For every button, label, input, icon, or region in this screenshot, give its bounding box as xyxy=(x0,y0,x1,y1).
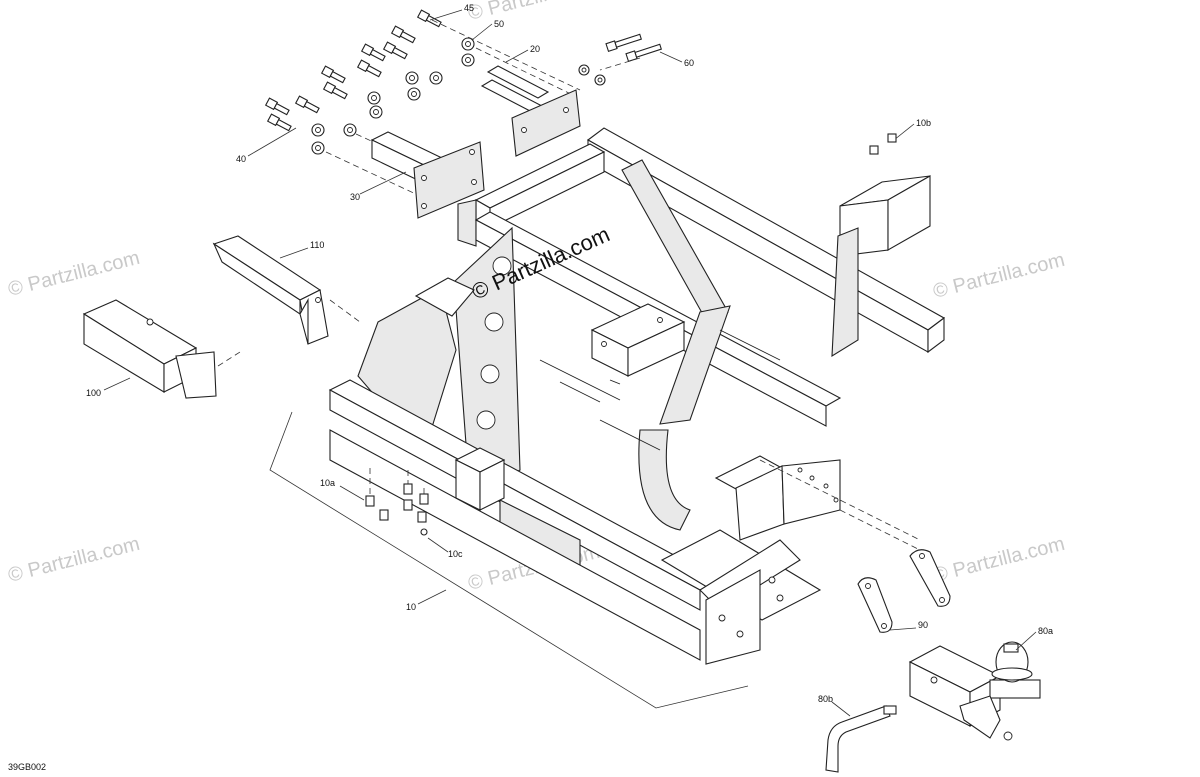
watermark-right-top: © Partzilla.com xyxy=(931,249,1067,303)
nut-group xyxy=(311,37,606,155)
callout-50: 50 xyxy=(494,19,504,29)
bolts-10a xyxy=(365,483,429,536)
callout-20: 20 xyxy=(530,44,540,54)
callout-100: 100 xyxy=(86,388,101,398)
callout-10: 10 xyxy=(406,602,416,612)
part-100-bracket xyxy=(82,299,241,399)
watermark-center-top: © Partzilla.com xyxy=(466,0,602,25)
part-80a-hitch xyxy=(908,641,1041,741)
callout-10a: 10a xyxy=(320,478,335,488)
part-20-rail xyxy=(480,65,581,157)
hardware-cluster xyxy=(264,9,662,197)
callout-40: 40 xyxy=(236,154,246,164)
bolts-10b xyxy=(869,133,897,155)
part-110-channel xyxy=(212,235,361,345)
callout-110: 110 xyxy=(310,240,324,250)
bolt-group xyxy=(264,9,662,132)
callout-80a: 80a xyxy=(1038,626,1053,636)
callout-10c: 10c xyxy=(448,549,463,559)
callout-labels: 45 50 20 60 10b 40 30 110 100 10a 10c 10… xyxy=(86,3,1053,704)
watermark-right-bottom: © Partzilla.com xyxy=(931,533,1067,587)
diagram-code: 39GB002 xyxy=(8,762,46,772)
watermark-left-top: © Partzilla.com xyxy=(6,247,142,301)
item-10-bracket-line xyxy=(269,411,749,709)
callout-45: 45 xyxy=(464,3,474,13)
callout-80b: 80b xyxy=(818,694,833,704)
part-90-plates xyxy=(857,549,951,633)
callout-10b: 10b xyxy=(916,118,931,128)
part-30-bracket xyxy=(370,131,485,219)
callout-60: 60 xyxy=(684,58,694,68)
part-80b-pin xyxy=(825,705,897,773)
watermark-left-bottom: © Partzilla.com xyxy=(6,533,142,587)
callout-90: 90 xyxy=(918,620,928,630)
leader-lines xyxy=(103,9,1037,717)
callout-30: 30 xyxy=(350,192,360,202)
main-frame xyxy=(328,127,946,665)
